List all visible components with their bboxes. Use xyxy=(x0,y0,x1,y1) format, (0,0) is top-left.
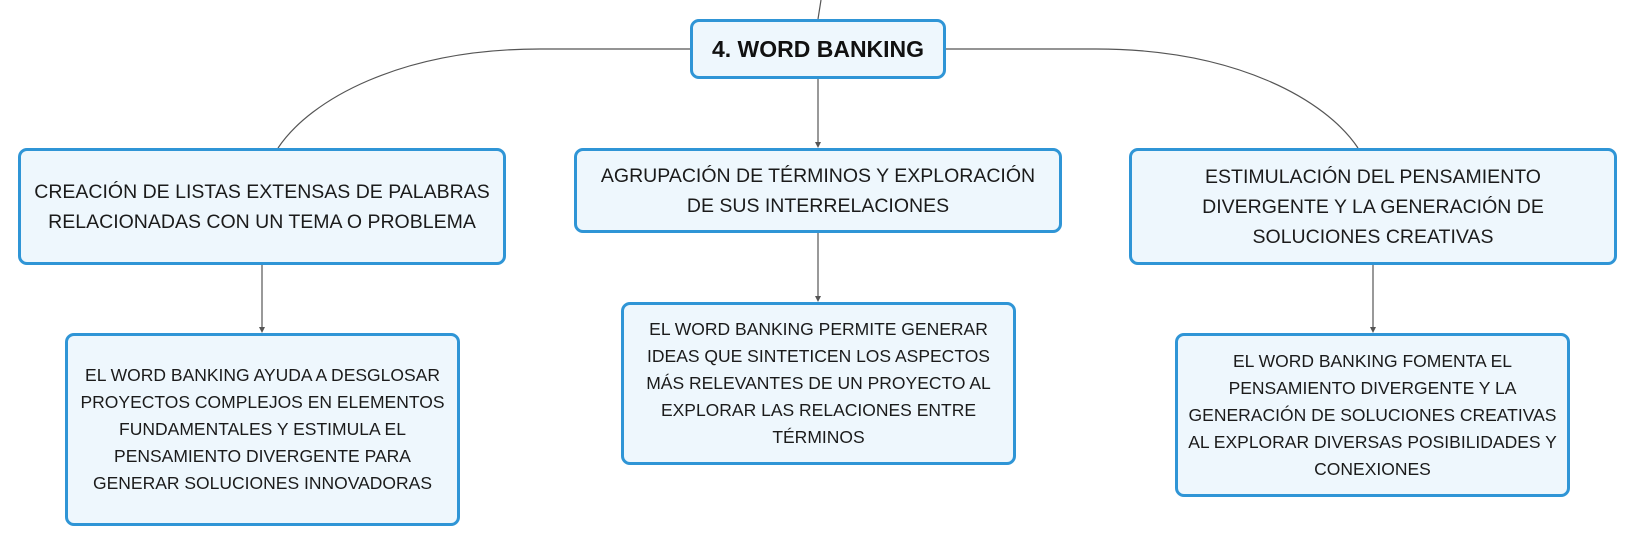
arrow-detail-2 xyxy=(815,296,821,302)
detail-node-2[interactable]: EL WORD BANKING PERMITE GENERAR IDEAS QU… xyxy=(621,302,1016,465)
detail-node-1[interactable]: EL WORD BANKING AYUDA A DESGLOSAR PROYEC… xyxy=(65,333,460,526)
branch-node-label: AGRUPACIÓN DE TÉRMINOS Y EXPLORACIÓN DE … xyxy=(600,164,1036,217)
branch-node-2[interactable]: AGRUPACIÓN DE TÉRMINOS Y EXPLORACIÓN DE … xyxy=(574,148,1062,233)
branch-node-label: ESTIMULACIÓN DEL PENSAMIENTO DIVERGENTE … xyxy=(1202,165,1544,248)
detail-node-text: EL WORD BANKING AYUDA A DESGLOSAR PROYEC… xyxy=(80,365,445,493)
root-node[interactable]: 4. WORD BANKING xyxy=(690,19,946,79)
connector-root-to-branch-3 xyxy=(946,48,1359,149)
detail-node-text: EL WORD BANKING PERMITE GENERAR IDEAS QU… xyxy=(646,319,991,447)
branch-node-label: CREACIÓN DE LISTAS EXTENSAS DE PALABRAS … xyxy=(34,180,490,233)
detail-node-3[interactable]: EL WORD BANKING FOMENTA EL PENSAMIENTO D… xyxy=(1175,333,1570,497)
arrow-detail-1 xyxy=(259,327,265,333)
branch-node-3[interactable]: ESTIMULACIÓN DEL PENSAMIENTO DIVERGENTE … xyxy=(1129,148,1617,265)
arrow-branch-2 xyxy=(815,142,821,148)
branch-node-1[interactable]: CREACIÓN DE LISTAS EXTENSAS DE PALABRAS … xyxy=(18,148,506,265)
connector-root-to-branch-1 xyxy=(277,48,690,149)
root-node-label: 4. WORD BANKING xyxy=(711,35,925,62)
connector-parent-to-root xyxy=(817,0,822,20)
arrow-detail-3 xyxy=(1370,327,1376,333)
detail-node-text: EL WORD BANKING FOMENTA EL PENSAMIENTO D… xyxy=(1188,350,1557,479)
